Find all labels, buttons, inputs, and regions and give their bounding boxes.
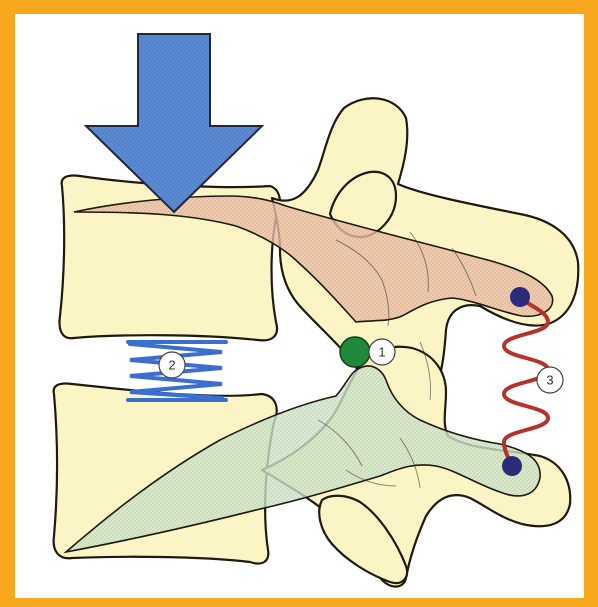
joint-circle-icon	[340, 337, 370, 367]
label-2: 2	[168, 358, 175, 373]
attachment-point-lower	[502, 456, 522, 476]
label-1: 1	[378, 345, 385, 360]
attachment-point-upper	[510, 287, 530, 307]
label-3: 3	[546, 373, 553, 388]
